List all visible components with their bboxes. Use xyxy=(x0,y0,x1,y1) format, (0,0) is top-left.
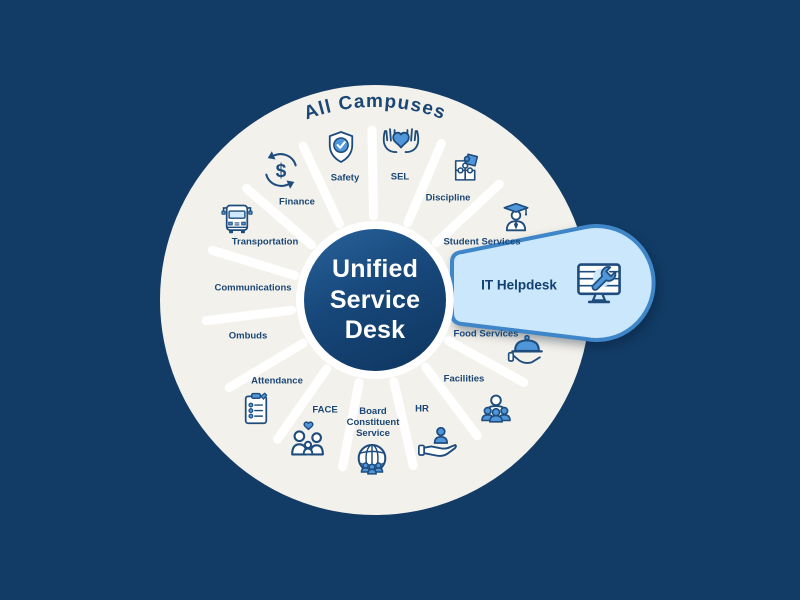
hub-circle: Unified Service Desk xyxy=(296,221,454,379)
shield-check-icon xyxy=(328,131,354,163)
segment-label-finance[interactable]: Finance xyxy=(279,196,315,208)
segment-label-ombuds[interactable]: Ombuds xyxy=(228,330,268,342)
hub-inner-circle: Unified Service Desk xyxy=(304,229,446,371)
hub-title: Unified Service Desk xyxy=(329,255,421,345)
segment-label-board-constituent-service[interactable]: Board Constituent Service xyxy=(346,406,400,440)
segment-label-communications[interactable]: Communications xyxy=(214,282,292,294)
people-group-icon xyxy=(481,394,511,423)
segment-label-facilities[interactable]: Facilities xyxy=(443,373,485,385)
dollar-recycle-icon: $ xyxy=(265,151,297,189)
hand-holding-person-icon xyxy=(417,426,457,457)
svg-text:$: $ xyxy=(276,161,287,182)
segment-label-food-services[interactable]: Food Services xyxy=(453,328,519,340)
hands-holding-heart-icon xyxy=(382,128,420,153)
puzzle-pieces-icon xyxy=(454,153,479,181)
monitor-wrench-icon xyxy=(577,263,621,304)
callout-label: IT Helpdesk xyxy=(481,277,557,293)
globe-people-icon xyxy=(357,443,387,475)
clipboard-checklist-icon xyxy=(244,392,268,425)
segment-label-face[interactable]: FACE xyxy=(312,404,338,416)
callout-shape[interactable] xyxy=(450,224,656,342)
segment-label-student-services[interactable]: Student Services xyxy=(443,236,521,248)
family-heart-icon xyxy=(291,421,324,456)
segment-label-hr[interactable]: HR xyxy=(415,403,429,415)
sector-spokes xyxy=(201,125,549,472)
segment-label-discipline[interactable]: Discipline xyxy=(425,192,471,204)
segment-label-attendance[interactable]: Attendance xyxy=(251,375,303,387)
segment-label-sel[interactable]: SEL xyxy=(390,171,410,183)
bus-icon xyxy=(221,204,253,234)
segment-label-safety[interactable]: Safety xyxy=(330,172,360,184)
serving-cloche-icon xyxy=(507,334,543,364)
segment-label-transportation[interactable]: Transportation xyxy=(231,236,299,248)
graduate-student-icon xyxy=(503,202,529,232)
